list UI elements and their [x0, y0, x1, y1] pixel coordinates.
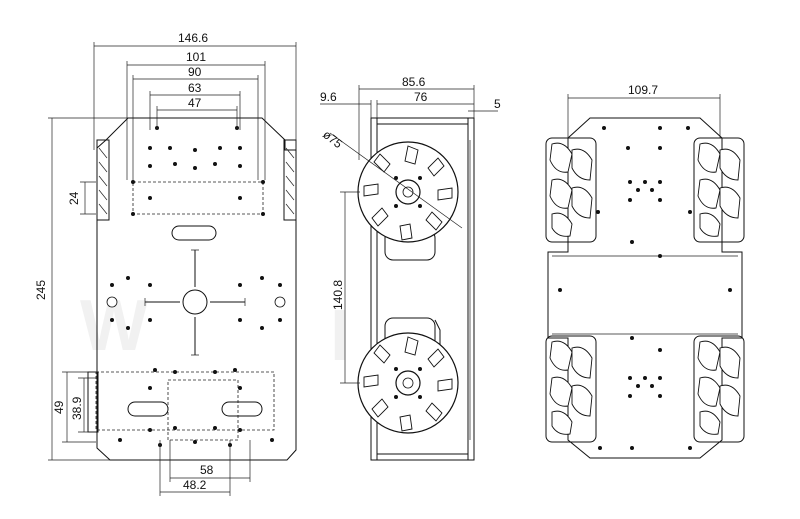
mid-frame-right — [467, 117, 475, 461]
left-plate-outline — [96, 117, 297, 461]
left-slot-bottom-left — [127, 401, 169, 417]
mid-frame-left — [370, 117, 378, 461]
dim-109-7: 109.7 — [628, 83, 658, 97]
left-wheel-top-left-rollers — [98, 147, 295, 215]
mid-wheel-bottom-rollers — [363, 336, 453, 432]
left-slot-bottom-right — [221, 401, 263, 417]
left-dash-bottom — [95, 371, 275, 431]
dim-140-8: 140.8 — [331, 280, 345, 310]
left-view: 146.6 101 90 63 47 24 245 49 38.9 58 48.… — [34, 31, 297, 496]
right-wheel-top-left — [545, 137, 597, 243]
left-slot-top — [171, 225, 217, 241]
left-dash-bottom-inner — [167, 379, 239, 441]
dim-48-2: 48.2 — [183, 478, 207, 492]
dim-24: 24 — [67, 191, 81, 205]
right-dimension-lines — [567, 94, 721, 138]
left-dimension-lines — [48, 42, 297, 496]
dim-58: 58 — [200, 463, 214, 477]
right-view: 109.7 — [545, 83, 745, 459]
middle-dimension-lines — [320, 85, 498, 384]
left-center-hole — [182, 289, 208, 315]
right-holes — [558, 126, 732, 450]
right-wheel-bottom-right — [693, 335, 745, 443]
dim-dia-75: ø75 — [320, 127, 345, 151]
watermark: W I — [80, 286, 350, 376]
middle-view: 85.6 9.6 76 5 ø75 140.8 — [320, 75, 501, 461]
mid-wheel-top-rollers — [363, 145, 453, 241]
dim-47: 47 — [188, 96, 202, 110]
left-dash-top — [132, 181, 264, 215]
dim-38-9: 38.9 — [70, 396, 84, 420]
left-holes — [110, 126, 282, 447]
dim-85-6: 85.6 — [402, 75, 426, 89]
left-wheel-top-left — [96, 139, 110, 221]
dim-245: 245 — [34, 280, 48, 300]
dim-63: 63 — [188, 81, 202, 95]
left-wheel-top-right — [283, 139, 297, 221]
dim-49: 49 — [52, 400, 66, 414]
right-plate-outline — [547, 117, 743, 459]
right-wheel-bottom-left — [545, 335, 597, 443]
dim-101: 101 — [186, 50, 206, 64]
dim-5: 5 — [494, 97, 501, 111]
right-wheel-top-right — [693, 137, 745, 243]
dim-146-6: 146.6 — [178, 31, 208, 45]
dim-76: 76 — [414, 90, 428, 104]
dim-90: 90 — [188, 65, 202, 79]
svg-text:W: W — [80, 286, 152, 366]
dim-9-6: 9.6 — [320, 90, 337, 104]
